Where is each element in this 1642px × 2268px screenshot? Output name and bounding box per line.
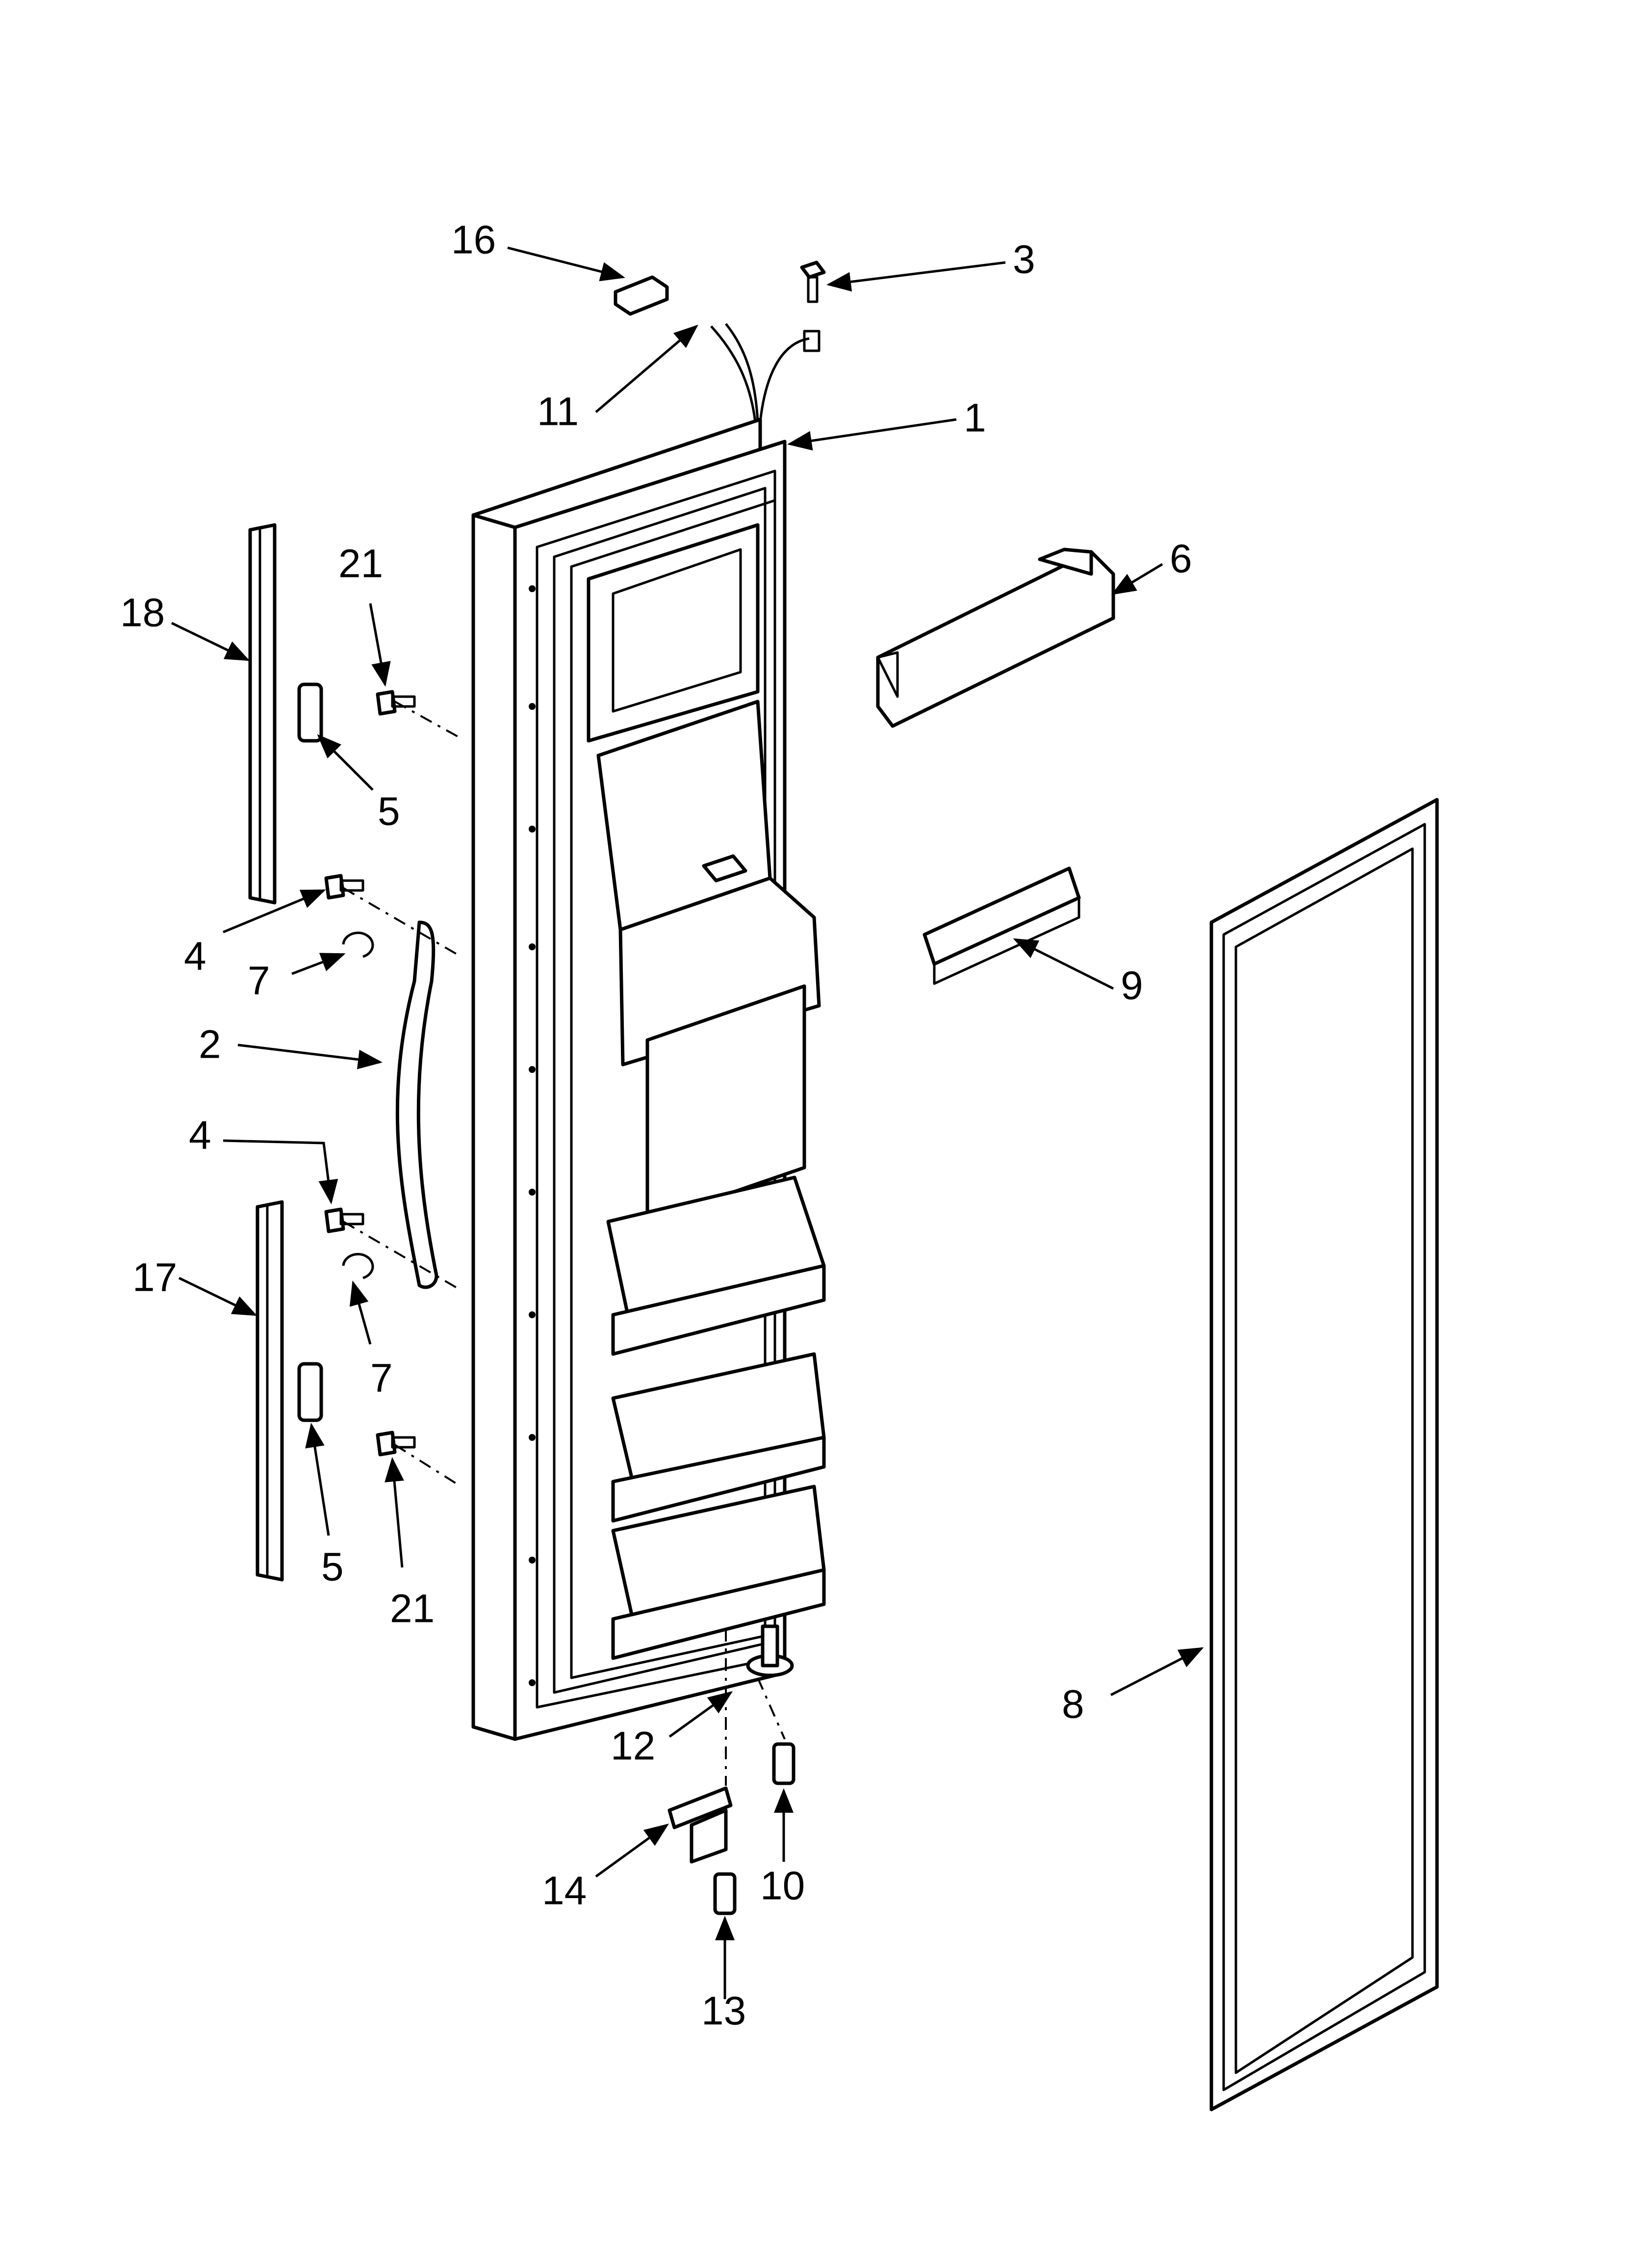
callout-18: 18 bbox=[120, 591, 165, 635]
callout-13: 13 bbox=[701, 1989, 746, 2033]
trim-strip-upper bbox=[248, 523, 277, 905]
e-clip-upper bbox=[342, 931, 374, 958]
handle-clip-upper bbox=[297, 682, 323, 743]
hinge-pin bbox=[746, 1624, 794, 1677]
door-bin bbox=[876, 547, 1115, 728]
callout-1: 1 bbox=[964, 396, 986, 441]
callout-5-lower: 5 bbox=[321, 1545, 344, 1590]
leader-lines bbox=[171, 246, 1204, 1999]
callout-5-upper: 5 bbox=[378, 789, 400, 834]
callout-2: 2 bbox=[199, 1022, 221, 1067]
handle-clip-lower bbox=[297, 1362, 323, 1422]
trim-strip-lower bbox=[256, 1200, 284, 1582]
callout-16: 16 bbox=[451, 218, 496, 262]
door-gasket bbox=[1209, 798, 1439, 2112]
callout-14: 14 bbox=[542, 1869, 587, 1913]
callout-21-lower: 21 bbox=[390, 1587, 435, 1631]
lower-hinge bbox=[667, 1786, 733, 1864]
screw-10 bbox=[772, 1742, 795, 1785]
callout-11: 11 bbox=[537, 390, 579, 434]
callout-10: 10 bbox=[760, 1864, 805, 1908]
callout-4-upper: 4 bbox=[184, 934, 206, 979]
callout-21-upper: 21 bbox=[338, 542, 383, 586]
callout-6: 6 bbox=[1170, 537, 1192, 581]
callout-12: 12 bbox=[611, 1724, 655, 1769]
door-handle bbox=[395, 920, 438, 1289]
callout-labels: 16 3 11 1 6 18 21 5 4 7 9 2 4 17 7 5 21 … bbox=[120, 218, 1192, 2033]
callout-8: 8 bbox=[1062, 1682, 1084, 1727]
screw-21-lower bbox=[376, 1431, 416, 1457]
screw-13 bbox=[713, 1872, 737, 1915]
callout-17: 17 bbox=[132, 1255, 177, 1300]
screw-4-upper bbox=[324, 874, 364, 900]
callout-7-lower: 7 bbox=[370, 1356, 393, 1401]
callout-7-upper: 7 bbox=[248, 959, 270, 1003]
screw-4-lower bbox=[324, 1207, 364, 1233]
screw-3 bbox=[800, 261, 826, 303]
callout-3: 3 bbox=[1013, 237, 1035, 282]
callout-4-lower: 4 bbox=[189, 1113, 211, 1158]
door-edge-holes bbox=[529, 585, 536, 1686]
wire-connector bbox=[614, 275, 669, 316]
e-clip-lower bbox=[342, 1252, 374, 1279]
door-assembly bbox=[471, 417, 826, 1741]
callout-9: 9 bbox=[1121, 964, 1143, 1008]
trim-channel bbox=[923, 866, 1081, 985]
wire-harness bbox=[710, 323, 821, 422]
